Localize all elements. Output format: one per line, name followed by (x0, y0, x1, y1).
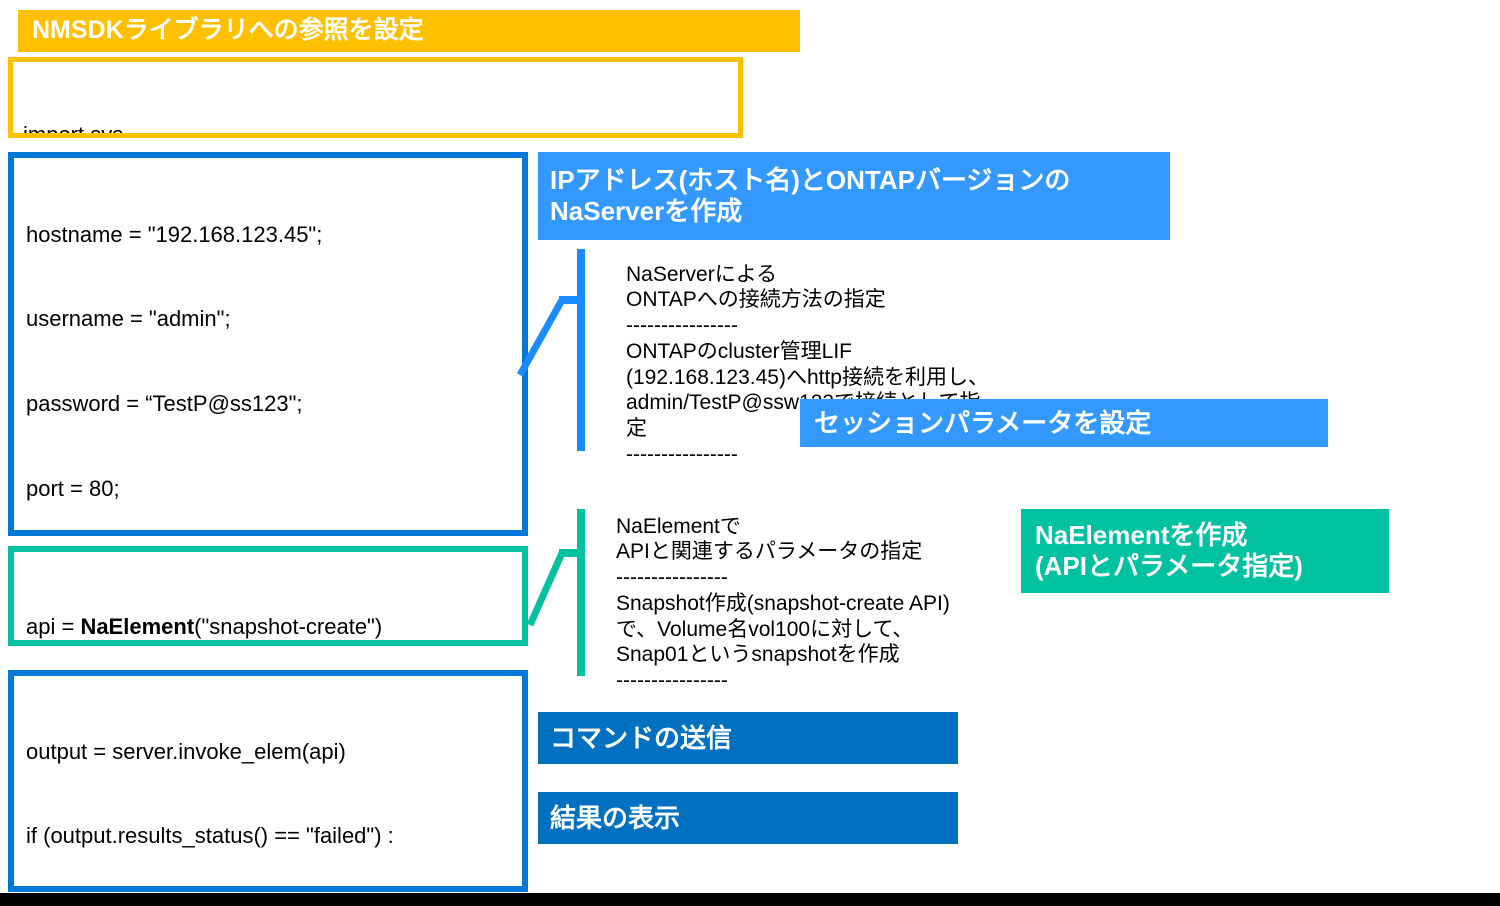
banner-show-result-label: 結果の表示 (550, 802, 681, 833)
banner-send-command: コマンドの送信 (538, 712, 958, 764)
code-line: output = server.invoke_elem(api) (26, 738, 346, 764)
code-block-api-element: api = NaElement("snapshot-create") api.c… (8, 546, 528, 646)
banner-session-params: セッションパラメータを設定 (800, 399, 1328, 447)
banner-naserver-create-label: IPアドレス(ホスト名)とONTAPバージョンの NaServerを作成 (550, 165, 1071, 226)
code-line: if (output.results_status() == "failed")… (26, 823, 394, 849)
banner-send-command-label: コマンドの送信 (550, 722, 733, 753)
note-naelement: NaElementで APIと関連するパラメータの指定 ------------… (616, 488, 1086, 694)
code-block-server-setup: hostname = "192.168.123.45"; username = … (8, 152, 528, 536)
banner-nmsdk-reference: NMSDKライブラリへの参照を設定 (18, 10, 800, 52)
bottom-bar (0, 893, 1500, 906)
code-block-import: import sys sys.path.append("<path_to_nms… (8, 57, 743, 138)
connector-api-element-lines (526, 509, 585, 676)
code-line: hostname = "192.168.123.45"; (26, 221, 323, 247)
banner-nmsdk-reference-label: NMSDKライブラリへの参照を設定 (32, 16, 424, 45)
note-naelement-text: NaElementで APIと関連するパラメータの指定 ------------… (616, 514, 950, 693)
code-line: username = "admin"; (26, 306, 231, 332)
banner-naserver-create: IPアドレス(ホスト名)とONTAPバージョンの NaServerを作成 (538, 152, 1170, 240)
code-line: import sys (23, 121, 124, 138)
connector-server-setup-lines (516, 249, 585, 451)
banner-show-result: 結果の表示 (538, 792, 958, 844)
code-line: port = 80; (26, 475, 120, 501)
banner-naelement-create: NaElementを作成 (APIとパラメータ指定) (1021, 509, 1389, 593)
connector-server-setup (515, 245, 595, 455)
connector-api-element (515, 505, 595, 680)
banner-session-params-label: セッションパラメータを設定 (814, 407, 1152, 438)
code-block-invoke: output = server.invoke_elem(api) if (out… (8, 670, 528, 892)
banner-naelement-create-label: NaElementを作成 (APIとパラメータ指定) (1035, 520, 1303, 581)
code-line-naelement-ctor: api = NaElement("snapshot-create") (26, 613, 383, 639)
code-line: password = “TestP@ss123"; (26, 391, 303, 417)
